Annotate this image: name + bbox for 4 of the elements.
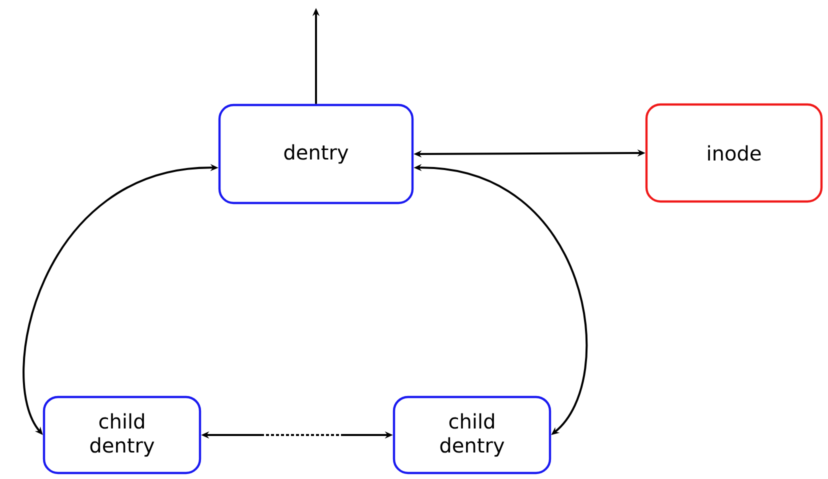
rounded-box: child dentry (392, 396, 552, 474)
rounded-box: child dentry (42, 396, 202, 474)
rounded-box: inode (645, 103, 823, 203)
rounded-box: dentry (218, 104, 414, 204)
